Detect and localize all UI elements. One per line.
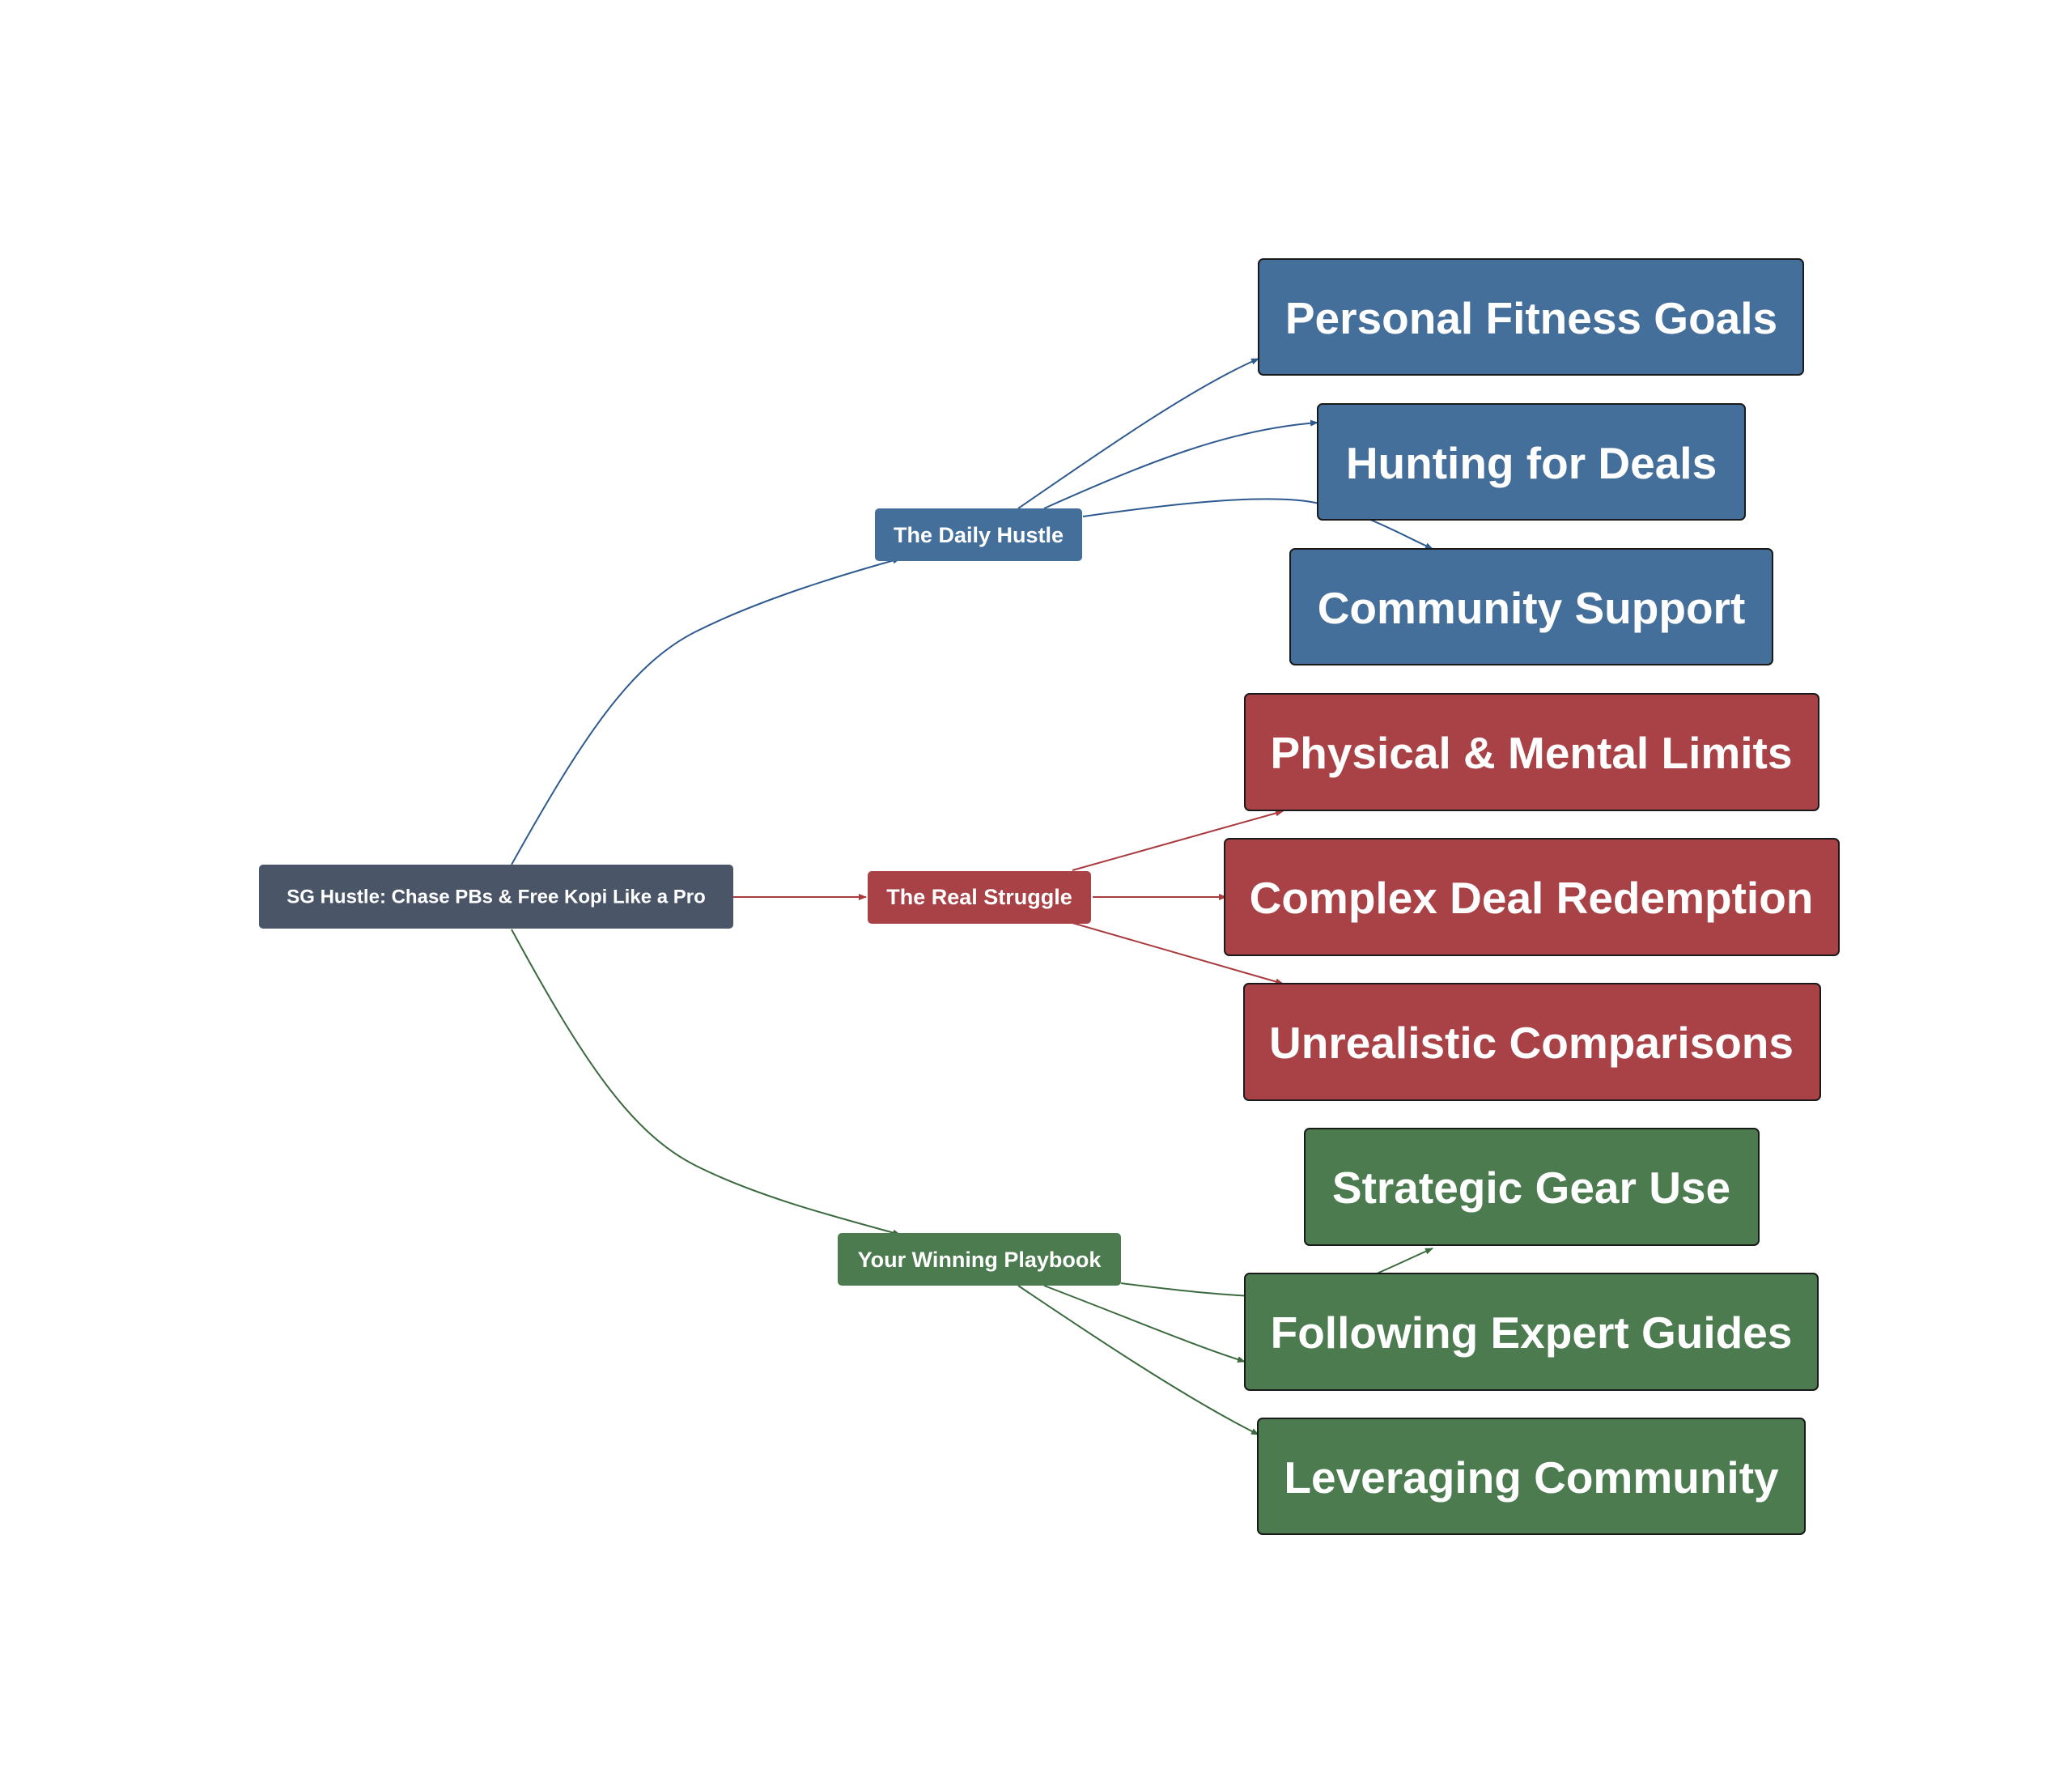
leaf-label-personal-fitness-goals: Personal Fitness Goals xyxy=(1285,293,1777,343)
branch-label-real-struggle: The Real Struggle xyxy=(886,885,1072,909)
edge-daily-hustle-to-personal-fitness-goals xyxy=(1017,358,1259,509)
edge-real-struggle-to-unrealistic-comparisons xyxy=(1072,922,1284,985)
leaf-label-physical-mental-limits: Physical & Mental Limits xyxy=(1271,728,1793,778)
leaf-node-unrealistic-comparisons: Unrealistic Comparisons xyxy=(1243,983,1821,1101)
leaf-node-personal-fitness-goals: Personal Fitness Goals xyxy=(1258,258,1804,376)
leaf-node-leveraging-community: Leveraging Community xyxy=(1257,1418,1806,1535)
branch-label-daily-hustle: The Daily Hustle xyxy=(894,523,1064,547)
leaf-label-strategic-gear-use: Strategic Gear Use xyxy=(1332,1163,1730,1213)
branch-label-winning-playbook: Your Winning Playbook xyxy=(858,1248,1102,1272)
leaf-label-unrealistic-comparisons: Unrealistic Comparisons xyxy=(1269,1018,1794,1068)
leaf-node-strategic-gear-use: Strategic Gear Use xyxy=(1304,1128,1760,1246)
edge-winning-playbook-to-following-expert-guides xyxy=(1043,1285,1246,1363)
edge-root-to-winning-playbook xyxy=(511,929,901,1236)
leaf-node-hunting-for-deals: Hunting for Deals xyxy=(1317,403,1746,521)
leaf-label-following-expert-guides: Following Expert Guides xyxy=(1271,1307,1793,1358)
leaf-label-complex-deal-redemption: Complex Deal Redemption xyxy=(1250,873,1814,923)
edge-real-struggle-to-physical-mental-limits xyxy=(1072,810,1284,871)
edge-winning-playbook-to-leveraging-community xyxy=(1017,1285,1259,1435)
edge-root-to-daily-hustle xyxy=(511,557,901,865)
root-node-label: SG Hustle: Chase PBs & Free Kopi Like a … xyxy=(287,886,705,908)
leaf-node-following-expert-guides: Following Expert Guides xyxy=(1244,1273,1819,1391)
leaf-label-hunting-for-deals: Hunting for Deals xyxy=(1346,438,1717,488)
root-node: SG Hustle: Chase PBs & Free Kopi Like a … xyxy=(259,865,733,929)
branch-node-winning-playbook: Your Winning Playbook xyxy=(838,1233,1121,1286)
edge-daily-hustle-to-hunting-for-deals xyxy=(1043,419,1318,509)
branch-node-daily-hustle: The Daily Hustle xyxy=(875,508,1082,561)
leaf-node-community-support: Community Support xyxy=(1289,548,1773,665)
leaf-label-community-support: Community Support xyxy=(1318,583,1746,633)
edge-daily-hustle-to-community-support xyxy=(1082,498,1433,550)
leaf-node-physical-mental-limits: Physical & Mental Limits xyxy=(1244,693,1819,811)
leaf-node-complex-deal-redemption: Complex Deal Redemption xyxy=(1224,838,1840,956)
leaf-label-leveraging-community: Leveraging Community xyxy=(1284,1452,1779,1503)
branch-node-real-struggle: The Real Struggle xyxy=(868,871,1091,924)
